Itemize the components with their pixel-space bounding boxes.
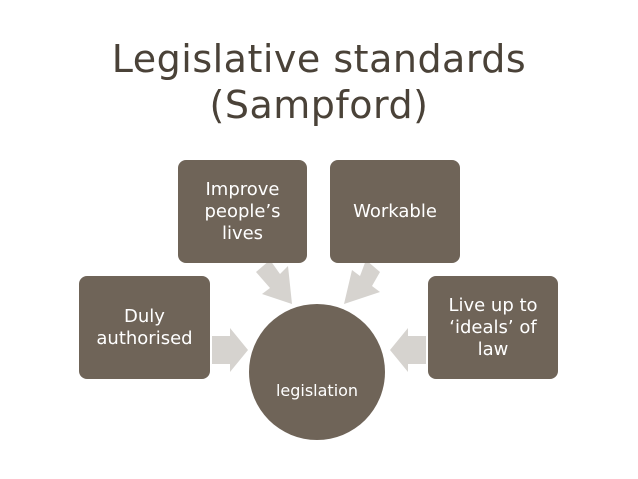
node-improve-lives: Improve people’s lives xyxy=(178,160,307,263)
node-improve-lives-label: Improve people’s lives xyxy=(204,178,281,244)
arrow-workable-to-legislation xyxy=(344,260,380,304)
arrow-duly-to-legislation xyxy=(212,328,248,372)
node-ideals-of-law: Live up to ‘ideals’ of law xyxy=(428,276,558,379)
arrow-ideals-to-legislation xyxy=(390,328,426,372)
center-legislation: legislation xyxy=(249,304,385,440)
node-workable: Workable xyxy=(330,160,460,263)
slide-title-line-2: (Sampford) xyxy=(209,83,429,127)
arrow-improve-to-legislation xyxy=(256,260,292,304)
slide-title: Legislative standards (Sampford) xyxy=(0,36,638,128)
node-duly-authorised-label: Duly authorised xyxy=(96,305,193,349)
node-duly-authorised: Duly authorised xyxy=(79,276,210,379)
slide-title-line-1: Legislative standards xyxy=(111,37,527,81)
node-ideals-of-law-label: Live up to ‘ideals’ of law xyxy=(448,294,538,360)
center-legislation-label: legislation xyxy=(275,380,359,400)
node-workable-label: Workable xyxy=(353,200,437,222)
